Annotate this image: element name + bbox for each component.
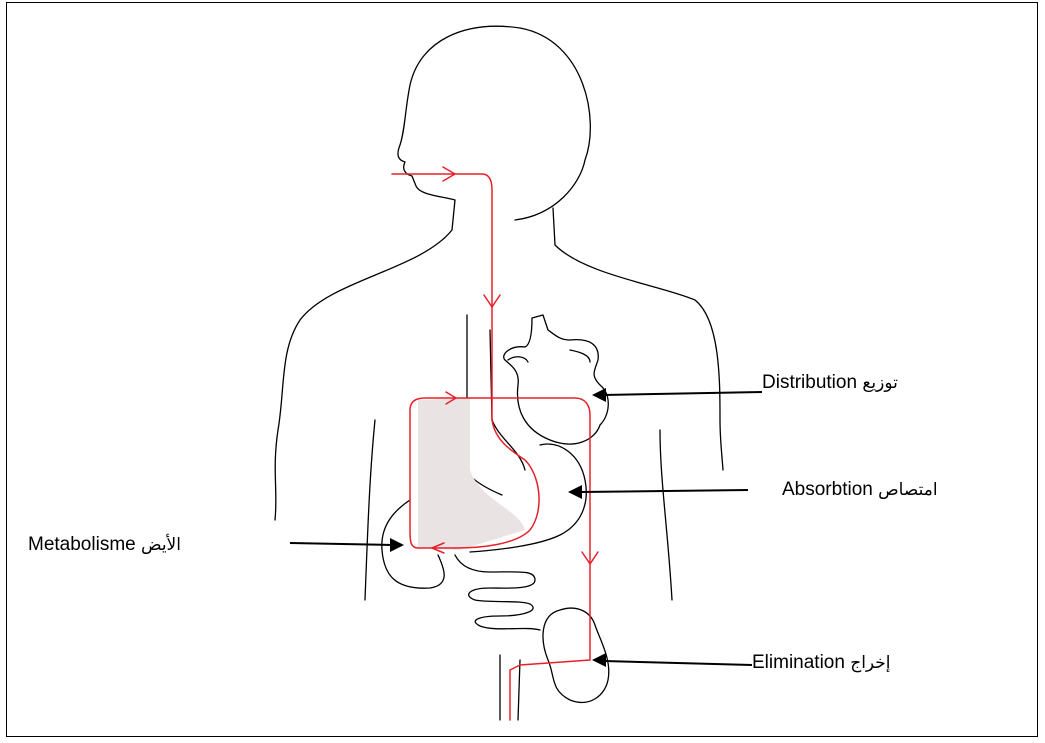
heart-detail [508, 350, 590, 362]
arrowhead-distribution [592, 388, 606, 402]
arrow-distribution [603, 392, 762, 395]
body-outline-right [553, 208, 723, 470]
label-absorption: Absorbtion امتصاص [782, 479, 938, 501]
arrow-absorption [580, 490, 748, 492]
label-metabolism: Metabolisme الأيض [28, 534, 181, 556]
label-absorption-arabic: امتصاص [878, 480, 937, 500]
arrow-metabolism [290, 543, 392, 545]
arrow-elimination [604, 661, 752, 665]
label-metabolism-arabic: الأيض [141, 535, 181, 555]
arrowhead-elimination [592, 653, 606, 667]
right-flank [660, 430, 672, 600]
intestine-outline [455, 555, 540, 630]
liver-fill [418, 398, 525, 550]
label-elimination: Elimination إخراج [752, 652, 891, 674]
label-distribution: Distribution توزيع [762, 372, 898, 394]
label-metabolism-latin: Metabolisme [28, 534, 136, 555]
label-absorption-latin: Absorbtion [782, 479, 873, 500]
pathway-intake [392, 174, 492, 420]
kidney-outline [543, 608, 609, 702]
left-flank [365, 420, 375, 600]
label-distribution-latin: Distribution [762, 372, 857, 393]
label-elimination-latin: Elimination [752, 652, 845, 673]
esophagus-left [467, 315, 502, 495]
label-elimination-arabic: إخراج [850, 653, 890, 673]
arrowhead-absorption [568, 485, 582, 499]
label-distribution-arabic: توزيع [862, 373, 898, 393]
heart-outline [504, 315, 609, 444]
arrowhead-metabolism [390, 538, 404, 552]
